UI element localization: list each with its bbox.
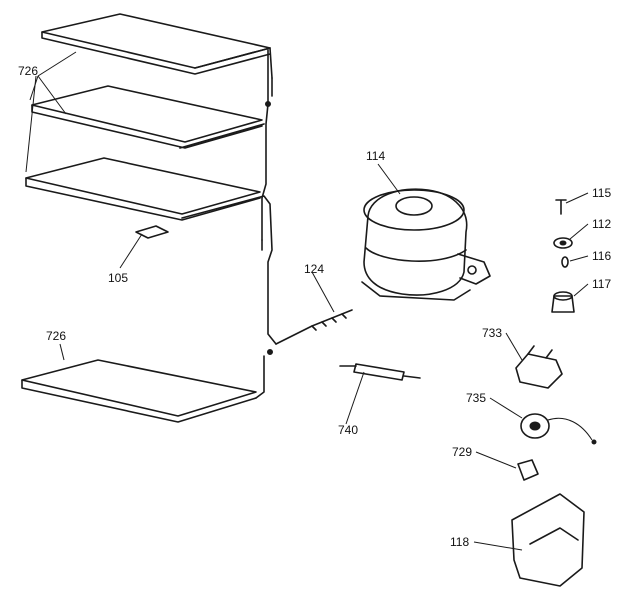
evaporator-tubing bbox=[179, 49, 277, 399]
cover-clip-part bbox=[517, 459, 539, 481]
label-114: 114 bbox=[366, 149, 385, 163]
leader-lines bbox=[25, 51, 589, 551]
label-124: 124 bbox=[304, 262, 324, 276]
callout-labels: 726 105 726 124 114 740 115 112 116 117 … bbox=[18, 64, 611, 549]
relay-cover-part bbox=[511, 493, 585, 587]
compressor-part bbox=[361, 188, 491, 301]
grommet-part bbox=[553, 237, 573, 249]
label-740: 740 bbox=[338, 423, 358, 437]
label-112: 112 bbox=[592, 217, 611, 231]
evaporator-shelf-4 bbox=[21, 359, 257, 423]
label-729: 729 bbox=[452, 445, 472, 459]
small-clip-part bbox=[561, 256, 569, 268]
label-735: 735 bbox=[466, 391, 486, 405]
start-relay-part bbox=[515, 345, 563, 389]
label-118: 118 bbox=[450, 535, 469, 549]
filter-drier-part bbox=[339, 363, 421, 381]
label-116: 116 bbox=[592, 249, 611, 263]
evaporator-shelf-2 bbox=[31, 85, 263, 149]
mount-grommet-part bbox=[551, 291, 575, 313]
evaporator-shelf-3 bbox=[25, 157, 261, 221]
label-105: 105 bbox=[108, 271, 128, 285]
label-726-bottom: 726 bbox=[46, 329, 66, 343]
capillary-tube-part bbox=[275, 309, 353, 345]
label-726-top: 726 bbox=[18, 64, 38, 78]
mounting-bolt-part bbox=[555, 199, 567, 215]
overload-protector-part bbox=[520, 413, 597, 445]
evaporator-shelf-1 bbox=[41, 13, 273, 79]
label-115: 115 bbox=[592, 186, 611, 200]
shelf-clip-part bbox=[135, 225, 169, 239]
label-733: 733 bbox=[482, 326, 502, 340]
label-117: 117 bbox=[592, 277, 611, 291]
